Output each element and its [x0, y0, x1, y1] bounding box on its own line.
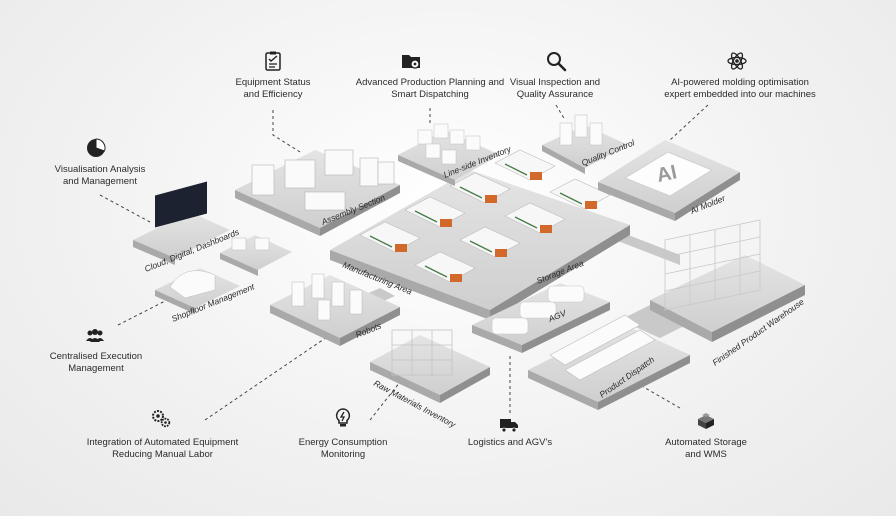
- ai-tile-text: AI: [655, 161, 679, 187]
- leader-lines: [99, 104, 709, 421]
- warehouse-plate: [650, 219, 805, 342]
- caption-ai-molding: AI-powered molding optimisation expert e…: [655, 77, 825, 100]
- assembly-plate: [235, 149, 400, 236]
- caption-visual-inspection: Visual Inspection and Quality Assurance: [500, 77, 610, 100]
- caption-energy: Energy Consumption Monitoring: [293, 437, 393, 460]
- atom-icon: [726, 50, 748, 72]
- caption-automation: Integration of Automated Equipment Reduc…: [80, 437, 245, 460]
- folder-gear-icon: [400, 50, 422, 72]
- caption-line: Integration of Automated Equipment: [86, 437, 239, 448]
- caption-line: Smart Dispatching: [391, 88, 469, 100]
- molding-machines: [359, 149, 611, 283]
- magnifier-icon: [545, 50, 567, 72]
- robots-plate: [270, 273, 400, 346]
- dashboards-plate: [133, 181, 230, 265]
- caption-line: Visualisation Analysis: [54, 164, 146, 175]
- caption-line: Reducing Manual Labor: [112, 448, 213, 460]
- caption-line: AI-powered molding optimisation: [671, 77, 809, 88]
- caption-visualisation: Visualisation Analysis and Management: [40, 164, 160, 187]
- agv-plate: [472, 283, 610, 353]
- caption-logistics: Logistics and AGV's: [455, 437, 565, 449]
- raw-materials-plate: [370, 329, 490, 403]
- caption-line: Automated Storage: [665, 437, 747, 448]
- caption-line: Visual Inspection and: [509, 77, 601, 88]
- caption-execution: Centralised Execution Management: [36, 351, 156, 374]
- users-icon: [84, 325, 106, 347]
- caption-line: Quality Assurance: [516, 88, 594, 100]
- caption-line: Energy Consumption: [298, 437, 388, 448]
- caption-line: and WMS: [685, 448, 727, 460]
- caption-line: Equipment Status: [235, 77, 311, 88]
- gears-icon: [150, 407, 172, 429]
- boxes-icon: [695, 409, 717, 431]
- dispatch-plate: [528, 314, 690, 410]
- caption-line: Advanced Production Planning and: [355, 77, 505, 88]
- caption-line: and Management: [63, 175, 137, 187]
- quality-plate: [542, 114, 628, 174]
- caption-equipment-status: Equipment Status and Efficiency: [223, 77, 323, 100]
- lineside-plate: [398, 123, 500, 186]
- ai-molder-plate: [598, 140, 740, 221]
- lightbulb-icon: [332, 407, 354, 429]
- caption-line: Centralised Execution: [49, 351, 143, 362]
- pie-chart-icon: [85, 137, 107, 159]
- truck-icon: [498, 413, 520, 435]
- caption-line: and Efficiency: [243, 88, 303, 100]
- caption-storage: Automated Storage and WMS: [656, 437, 756, 460]
- caption-line: Monitoring: [320, 448, 366, 460]
- dashboard-screen: [155, 181, 207, 228]
- shopfloor-plates: [155, 235, 292, 314]
- caption-production-planning: Advanced Production Planning and Smart D…: [335, 77, 525, 100]
- clipboard-check-icon: [262, 50, 284, 72]
- caption-line: Logistics and AGV's: [467, 437, 553, 448]
- caption-line: expert embedded into our machines: [664, 88, 816, 100]
- caption-line: Management: [68, 362, 124, 374]
